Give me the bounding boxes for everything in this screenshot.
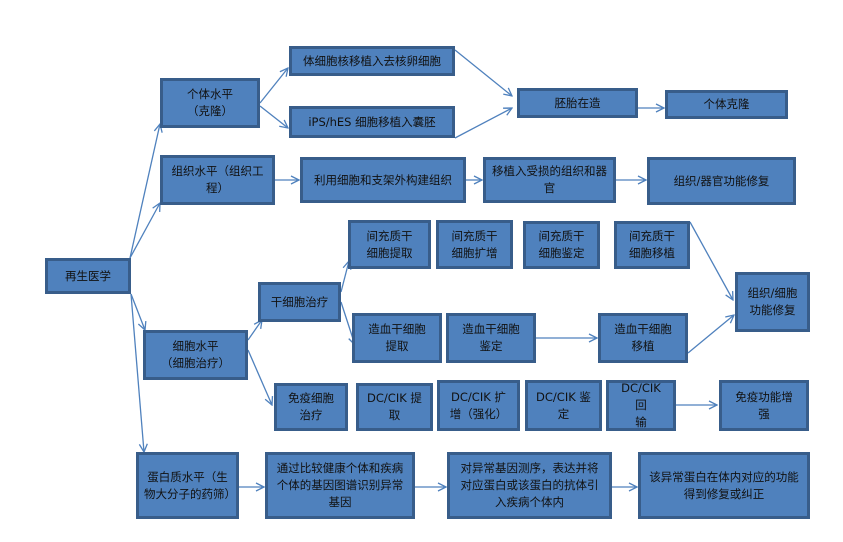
arrow-stem-msc bbox=[340, 261, 349, 293]
node-gene-sequence: 对异常基因测序，表达并将对应蛋白或该蛋白的抗体引入疾病个体内 bbox=[447, 452, 612, 519]
node-cell-level: 细胞水平 （细胞治疗） bbox=[143, 330, 248, 380]
node-transplant-tissue: 移植入受损的组织和器官 bbox=[483, 157, 616, 203]
node-stem-cell-therapy: 干细胞治疗 bbox=[258, 282, 341, 322]
node-clone: 个体克隆 bbox=[665, 90, 788, 119]
node-build-tissue: 利用细胞和支架外构建组织 bbox=[300, 157, 466, 203]
node-hsc-extract: 造血干细胞 提取 bbox=[352, 313, 442, 363]
arrow-individual-somatic bbox=[259, 68, 288, 104]
arrow-ips-embryo bbox=[454, 108, 512, 139]
arrow-root-protein bbox=[130, 293, 144, 452]
arrow-root-individual bbox=[129, 124, 160, 259]
node-ips-transfer: iPS/hES 细胞移植入囊胚 bbox=[289, 106, 455, 138]
node-individual-level: 个体水平 （克隆） bbox=[160, 78, 260, 128]
arrow-hsc-repair bbox=[687, 315, 734, 354]
node-dc-extract: DC/CIK 提 取 bbox=[356, 383, 433, 431]
node-dc-expand: DC/CIK 扩 增（强化） bbox=[437, 380, 520, 431]
node-msc-expand: 间充质干 细胞扩增 bbox=[436, 220, 513, 269]
node-msc-transplant: 间充质干 细胞移植 bbox=[614, 221, 690, 269]
node-somatic-transfer: 体细胞核移植入去核卵细胞 bbox=[289, 46, 455, 76]
arrow-root-cell bbox=[130, 293, 145, 330]
node-msc-extract: 间充质干 细胞提取 bbox=[348, 220, 431, 269]
arrow-root-tissue bbox=[129, 203, 160, 259]
node-hsc-transplant: 造血干细胞 移植 bbox=[598, 313, 688, 363]
node-organ-repair: 组织/器官功能修复 bbox=[647, 157, 796, 205]
arrow-cell-stem bbox=[247, 320, 262, 341]
node-hsc-identify: 造血干细胞 鉴定 bbox=[446, 313, 536, 363]
node-dc-return: DC/CIK 回 输 bbox=[606, 380, 676, 431]
node-protein-restore: 该异常蛋白在体内对应的功能得到修复或纠正 bbox=[638, 452, 810, 519]
node-embryo: 胚胎在造 bbox=[517, 88, 638, 118]
node-protein-level: 蛋白质水平（生物大分子的药筛） bbox=[136, 452, 239, 519]
arrow-msc-repair bbox=[689, 221, 733, 300]
node-immune-boost: 免疫功能增 强 bbox=[719, 380, 809, 431]
node-regenerative-medicine: 再生医学 bbox=[45, 258, 131, 294]
node-gene-compare: 通过比较健康个体和疾病个体的基因图谱识别异常基因 bbox=[265, 452, 415, 519]
arrow-somatic-embryo bbox=[454, 49, 512, 96]
node-immune-therapy: 免疫细胞 治疗 bbox=[274, 383, 348, 431]
node-tissue-cell-repair: 组织/细胞 功能修复 bbox=[735, 272, 810, 332]
arrow-cell-immune bbox=[247, 349, 272, 405]
node-msc-identify: 间充质干 细胞鉴定 bbox=[523, 221, 600, 269]
node-dc-identify: DC/CIK 鉴 定 bbox=[525, 380, 602, 431]
node-tissue-level: 组织水平（组织工程） bbox=[160, 155, 275, 205]
arrow-individual-ips bbox=[259, 105, 288, 128]
